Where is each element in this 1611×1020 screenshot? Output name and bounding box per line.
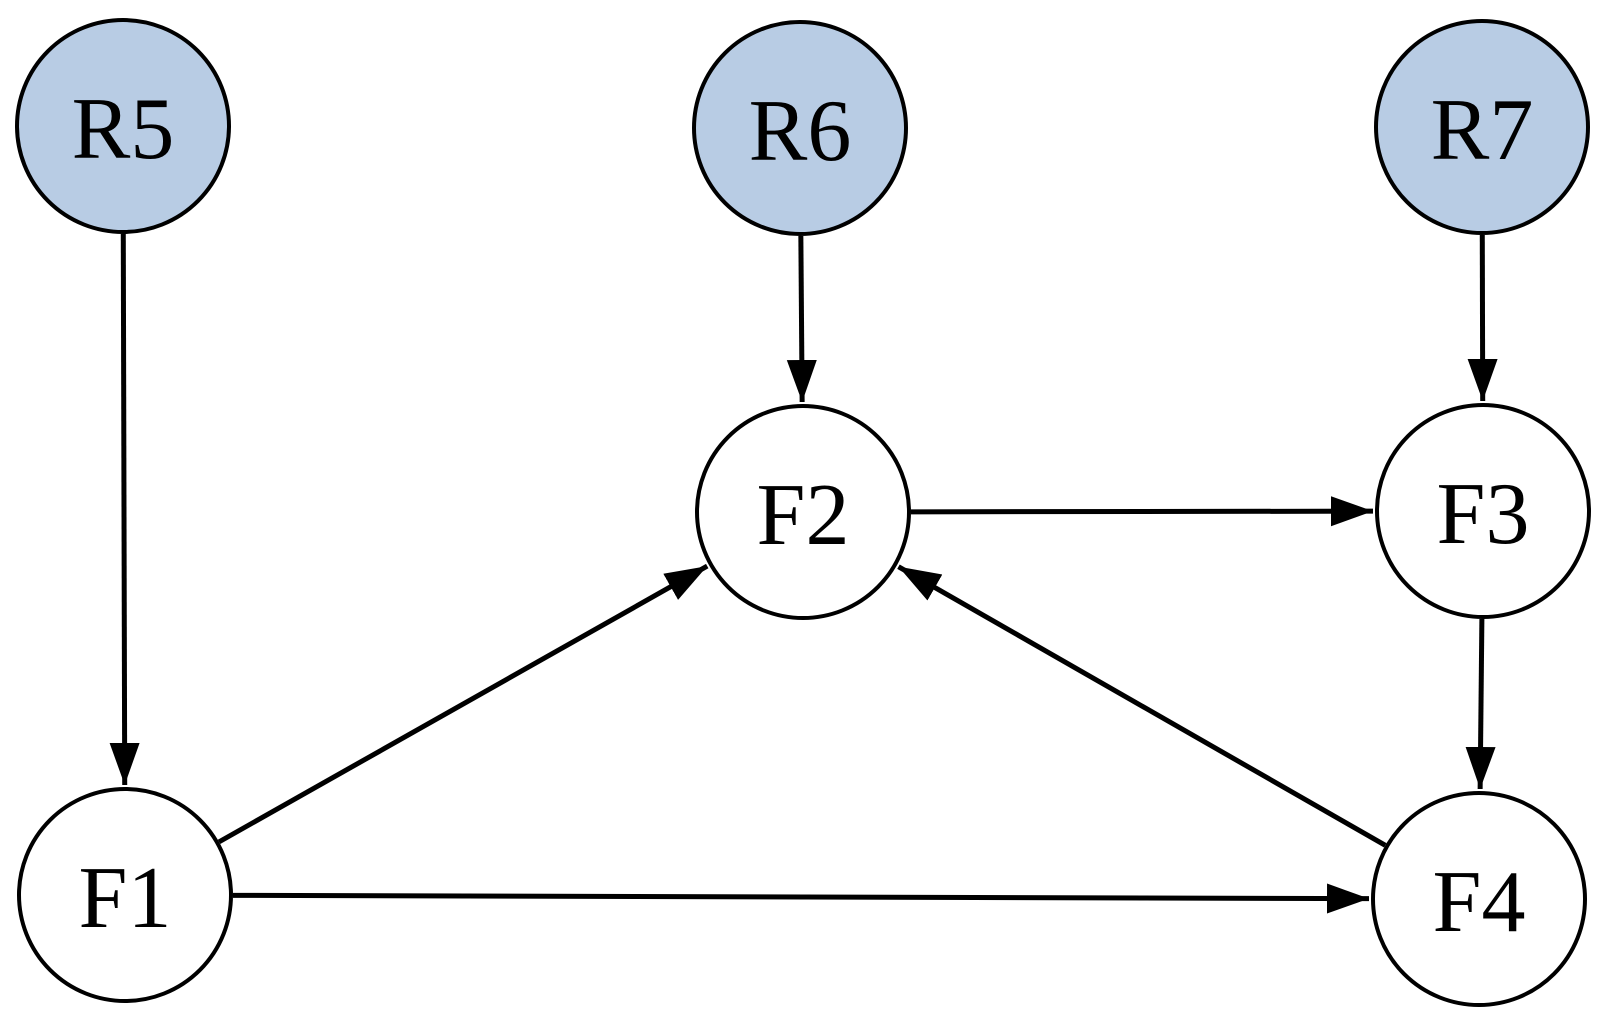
node-r5-label: R5 bbox=[71, 81, 175, 178]
edge-F4-F2 bbox=[897, 564, 1387, 848]
node-f4-label: F4 bbox=[1432, 854, 1526, 951]
node-f3: F3 bbox=[1375, 403, 1591, 619]
node-f1-label: F1 bbox=[78, 850, 172, 947]
edge-F1-F4 bbox=[232, 883, 1370, 914]
edge-F2-F3 bbox=[910, 496, 1374, 527]
node-r5: R5 bbox=[15, 18, 231, 234]
edge-R6-F2 bbox=[786, 235, 817, 403]
node-r7-label: R7 bbox=[1430, 82, 1534, 179]
node-r6: R6 bbox=[692, 20, 908, 236]
node-f3-label: F3 bbox=[1436, 466, 1530, 563]
node-r6-label: R6 bbox=[748, 83, 852, 180]
edge-F3-F4 bbox=[1465, 618, 1496, 790]
node-f2-label: F2 bbox=[756, 467, 850, 564]
node-f4: F4 bbox=[1371, 791, 1587, 1007]
node-f1: F1 bbox=[17, 787, 233, 1003]
node-f2: F2 bbox=[695, 404, 911, 620]
node-r7: R7 bbox=[1374, 19, 1590, 235]
edge-R5-F1 bbox=[109, 233, 140, 786]
edge-F1-F2 bbox=[217, 563, 709, 845]
